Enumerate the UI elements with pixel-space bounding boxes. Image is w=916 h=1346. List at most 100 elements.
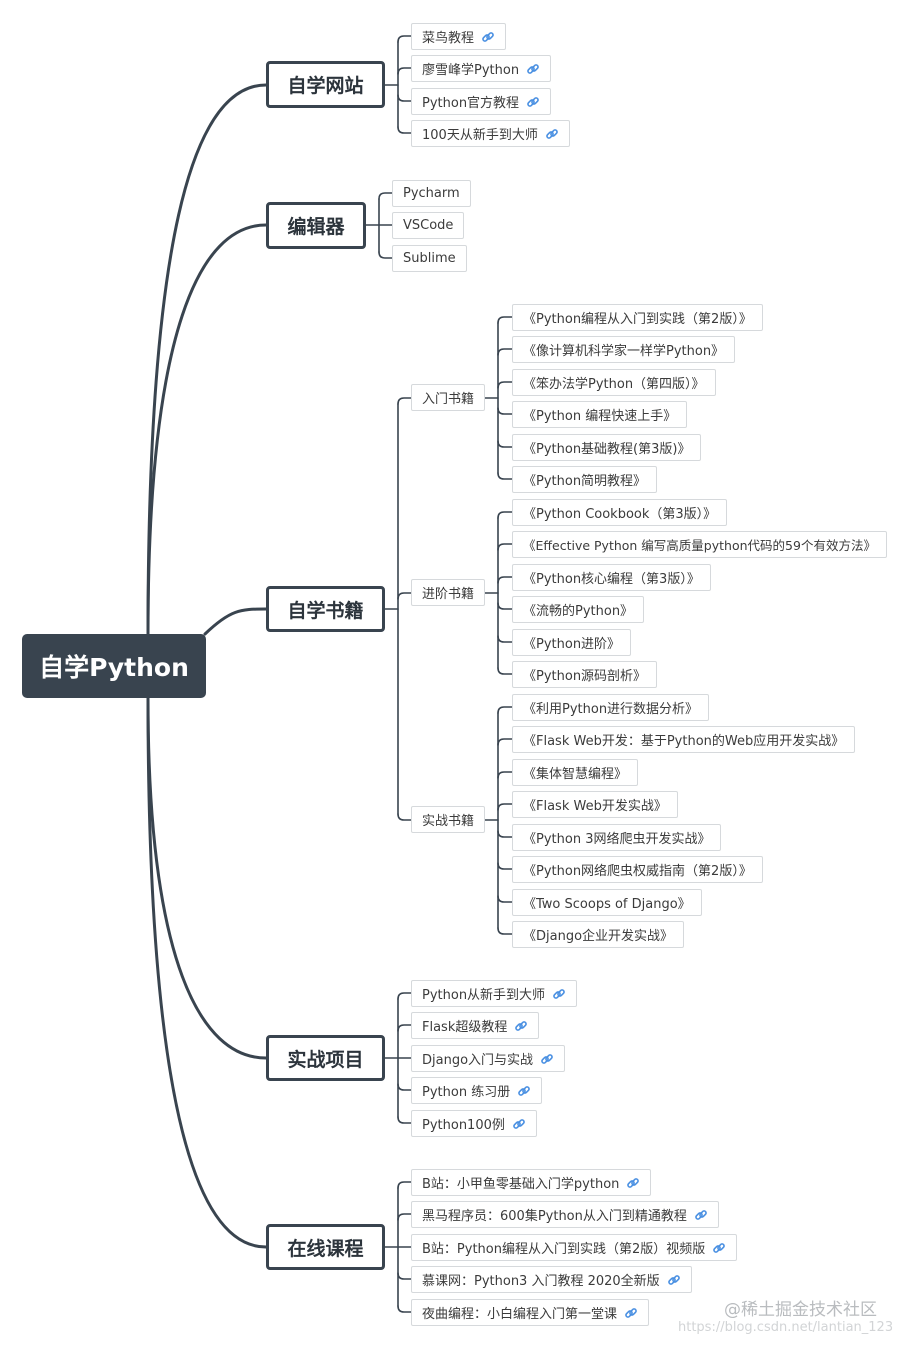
leaf-label: Django入门与实战 — [422, 1053, 534, 1068]
connector-line — [497, 667, 513, 675]
leaf-book[interactable]: 《Python基础教程(第3版)》 — [512, 434, 702, 461]
leaf-label: Python官方教程 — [422, 96, 520, 111]
leaf-label: 《Flask Web开发实战》 — [523, 799, 667, 814]
leaf-project[interactable]: Flask超级教程 — [411, 1012, 540, 1039]
leaf-label: Python 练习册 — [422, 1085, 511, 1100]
link-icon[interactable] — [545, 127, 559, 141]
leaf-label: 《Python简明教程》 — [523, 474, 647, 489]
leaf-label: 《利用Python进行数据分析》 — [523, 702, 699, 717]
leaf-book[interactable]: 《Python源码剖析》 — [512, 661, 658, 688]
link-icon[interactable] — [526, 62, 540, 76]
leaf-book[interactable]: 《利用Python进行数据分析》 — [512, 694, 710, 721]
branch-self-study-books[interactable]: 自学书籍 — [266, 586, 385, 632]
link-icon[interactable] — [712, 1241, 726, 1255]
sub-beginner-books[interactable]: 入门书籍 — [411, 384, 485, 411]
connector-line — [497, 348, 513, 356]
leaf-course[interactable]: 夜曲编程：小白编程入门第一堂课 — [411, 1299, 650, 1326]
leaf-book[interactable]: 《Two Scoops of Django》 — [512, 889, 702, 916]
leaf-book[interactable]: 《Django企业开发实战》 — [512, 921, 685, 948]
leaf-label: 黑马程序员：600集Python从入门到精通教程 — [422, 1209, 687, 1224]
branch-editors[interactable]: 编辑器 — [266, 202, 366, 249]
link-icon[interactable] — [667, 1273, 681, 1287]
leaf-book[interactable]: 《流畅的Python》 — [512, 596, 645, 623]
link-icon[interactable] — [512, 1117, 526, 1131]
leaf-book[interactable]: 《Python简明教程》 — [512, 466, 658, 493]
connector-line — [397, 67, 412, 75]
leaf-label: 《流畅的Python》 — [523, 604, 634, 619]
link-icon[interactable] — [540, 1052, 554, 1066]
connector-line — [497, 706, 513, 714]
leaf-site[interactable]: Python官方教程 — [411, 88, 552, 115]
leaf-book[interactable]: 《Python Cookbook（第3版）》 — [512, 499, 728, 526]
leaf-book[interactable]: 《Python 3网络爬虫开发实战》 — [512, 824, 722, 851]
connector-line — [146, 696, 268, 1060]
connector-line — [497, 316, 513, 324]
link-icon[interactable] — [526, 95, 540, 109]
link-icon[interactable] — [517, 1084, 531, 1098]
link-icon[interactable] — [514, 1019, 528, 1033]
leaf-course[interactable]: B站：Python编程从入门到实践（第2版）视频版 — [411, 1234, 738, 1261]
watermark: @稀土掘金技术社区 — [724, 1300, 877, 1320]
link-icon[interactable] — [552, 987, 566, 1001]
branch-practical-projects[interactable]: 实战项目 — [266, 1035, 385, 1081]
leaf-book[interactable]: 《Python编程从入门到实践（第2版）》 — [512, 304, 763, 331]
connector-line — [397, 992, 412, 1000]
connector-line — [497, 381, 513, 389]
leaf-book[interactable]: 《笨办法学Python（第四版）》 — [512, 369, 716, 396]
connector-line — [378, 251, 393, 259]
leaf-editor[interactable]: VSCode — [392, 212, 465, 239]
leaf-project[interactable]: Django入门与实战 — [411, 1045, 566, 1072]
root-node[interactable]: 自学Python — [22, 634, 206, 698]
connector-line — [497, 511, 513, 519]
leaf-project[interactable]: Python 练习册 — [411, 1077, 543, 1104]
leaf-book[interactable]: 《Python网络爬虫权威指南（第2版）》 — [512, 856, 763, 883]
leaf-editor[interactable]: Sublime — [392, 245, 467, 272]
connector-line — [497, 440, 513, 448]
sub-advanced-books[interactable]: 进阶书籍 — [411, 579, 485, 606]
leaf-course[interactable]: B站：小甲鱼零基础入门学python — [411, 1169, 652, 1196]
leaf-label: 《Python核心编程（第3版）》 — [523, 572, 700, 587]
leaf-course[interactable]: 慕课网：Python3 入门教程 2020全新版 — [411, 1266, 692, 1293]
connector-line — [146, 223, 268, 636]
connector-line — [397, 1116, 412, 1124]
link-icon[interactable] — [624, 1306, 638, 1320]
leaf-book[interactable]: 《Python进阶》 — [512, 629, 632, 656]
leaf-course[interactable]: 黑马程序员：600集Python从入门到精通教程 — [411, 1201, 719, 1228]
link-icon[interactable] — [626, 1176, 640, 1190]
connector-line — [378, 192, 393, 200]
link-icon[interactable] — [694, 1208, 708, 1222]
leaf-label: 《Python 编程快速上手》 — [523, 409, 677, 424]
leaf-book[interactable]: 《Python核心编程（第3版）》 — [512, 564, 711, 591]
leaf-book[interactable]: 《Flask Web开发：基于Python的Web应用开发实战》 — [512, 726, 856, 753]
leaf-book[interactable]: 《Flask Web开发实战》 — [512, 791, 678, 818]
connector-line — [397, 94, 412, 102]
link-icon[interactable] — [481, 30, 495, 44]
leaf-label: 夜曲编程：小白编程入门第一堂课 — [422, 1307, 618, 1322]
connector-line — [497, 407, 513, 415]
leaf-site[interactable]: 100天从新手到大师 — [411, 120, 570, 147]
leaf-site[interactable]: 菜鸟教程 — [411, 23, 507, 50]
connector-line — [397, 1305, 412, 1313]
connector-line — [397, 1272, 412, 1280]
leaf-label: Flask超级教程 — [422, 1020, 508, 1035]
branch-self-study-sites[interactable]: 自学网站 — [266, 61, 385, 108]
leaf-book[interactable]: 《集体智慧编程》 — [512, 759, 639, 786]
leaf-label: 《像计算机科学家一样学Python》 — [523, 344, 725, 359]
leaf-editor[interactable]: Pycharm — [392, 180, 471, 207]
leaf-site[interactable]: 廖雪峰学Python — [411, 55, 552, 82]
connector-line — [146, 696, 268, 1249]
connector-line — [146, 83, 268, 636]
leaf-label: Pycharm — [403, 186, 460, 201]
leaf-book[interactable]: 《像计算机科学家一样学Python》 — [512, 336, 736, 363]
connector-line — [497, 771, 513, 779]
leaf-label: VSCode — [403, 218, 454, 233]
branch-online-courses[interactable]: 在线课程 — [266, 1224, 385, 1270]
leaf-book[interactable]: 《Python 编程快速上手》 — [512, 401, 688, 428]
leaf-project[interactable]: Python从新手到大师 — [411, 980, 578, 1007]
connector-line — [397, 592, 412, 600]
leaf-label: 《Python 3网络爬虫开发实战》 — [523, 832, 711, 847]
leaf-project[interactable]: Python100例 — [411, 1110, 537, 1137]
leaf-book[interactable]: 《Effective Python 编写高质量python代码的59个有效方法》 — [512, 531, 887, 558]
leaf-label: 《Flask Web开发：基于Python的Web应用开发实战》 — [523, 734, 845, 749]
sub-practical-books[interactable]: 实战书籍 — [411, 806, 485, 833]
